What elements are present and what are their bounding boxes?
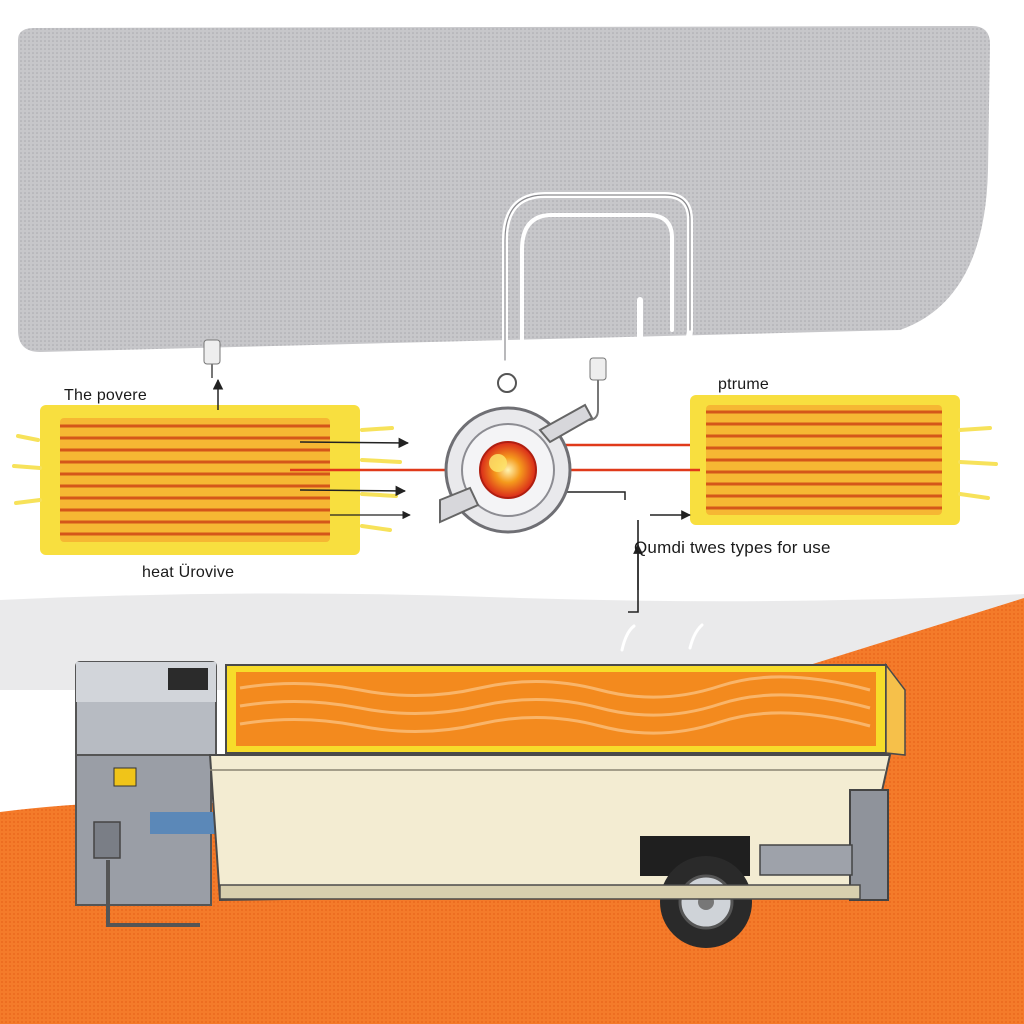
valve-left — [203, 339, 221, 378]
flow-arrows — [212, 378, 700, 613]
label-bottom-left: heat Ürovive — [142, 564, 235, 581]
trailer-heater-unit — [75, 661, 906, 948]
label-right-caption: Qumdi twes types for use — [634, 538, 831, 557]
pipe-loop — [502, 192, 693, 363]
heat-exchanger-left — [12, 405, 402, 555]
furnace-burner-icon — [439, 403, 594, 534]
label-top-right: ptrume — [718, 376, 769, 393]
heat-exchanger-right — [690, 395, 998, 525]
steam-wisps — [620, 623, 704, 652]
background-panel — [18, 26, 990, 352]
label-top-left: The povere — [64, 387, 147, 404]
gauge — [497, 373, 517, 393]
